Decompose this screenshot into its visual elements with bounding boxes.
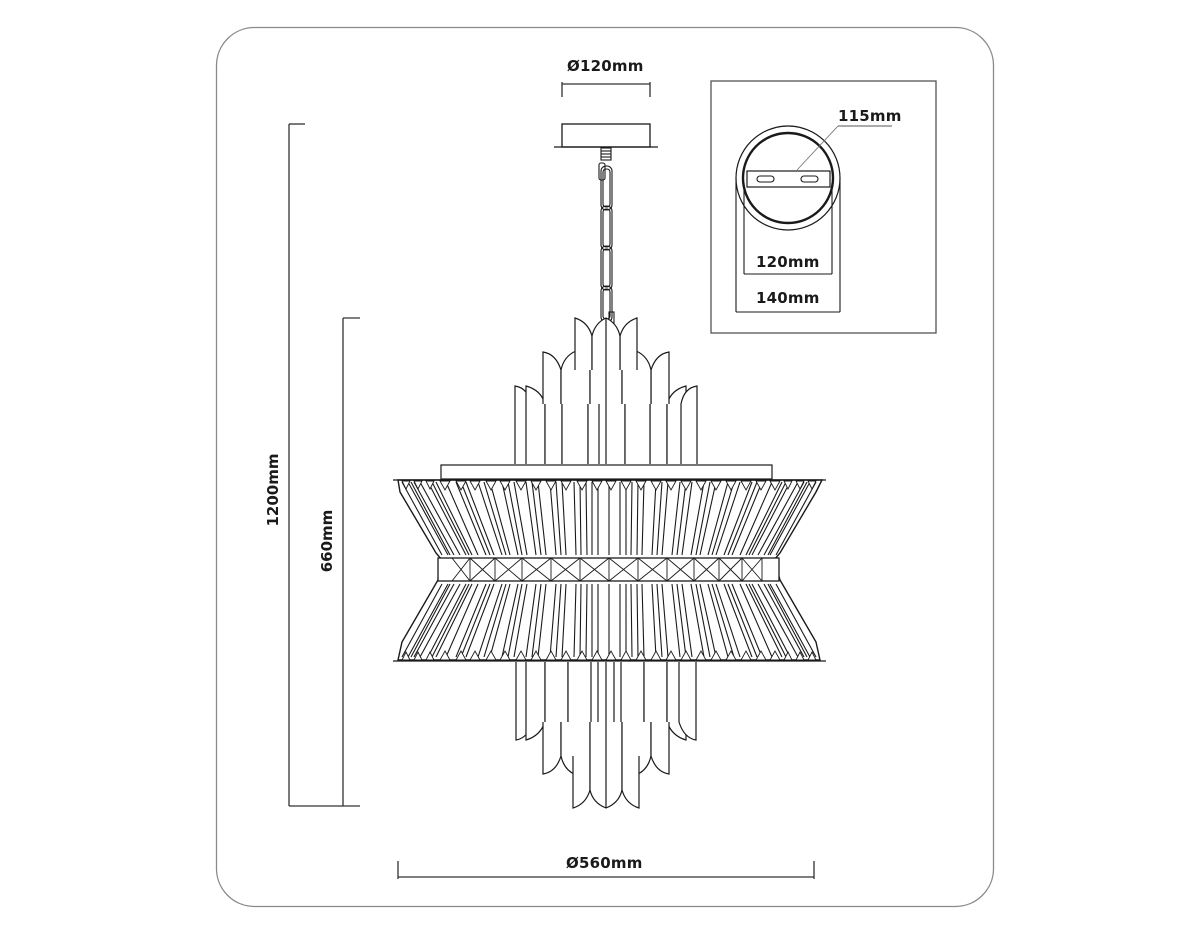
suspension-chain: [598, 147, 615, 325]
total-height-label: 1200mm: [264, 453, 282, 527]
canopy-detail-inset: [710, 80, 937, 334]
canopy-diameter-label: Ø120mm: [567, 57, 644, 75]
ceiling-canopy: [554, 123, 658, 148]
diameter-dimension-line: [397, 861, 815, 879]
body-diameter-label: Ø560mm: [566, 854, 643, 872]
outer-frame: [215, 26, 995, 908]
canopy-dimension: [561, 82, 651, 97]
upper-pendant-crystals: [514, 317, 698, 464]
top-plate: [440, 464, 773, 480]
crystal-band: [393, 479, 826, 662]
inner-diameter-label: 120mm: [756, 253, 820, 271]
lower-pendant-crystals: [515, 662, 697, 809]
outer-diameter-label: 140mm: [756, 289, 820, 307]
body-height-label: 660mm: [318, 509, 336, 573]
height-dimension-lines: [288, 123, 360, 807]
bracket-length-label: 115mm: [838, 107, 902, 125]
